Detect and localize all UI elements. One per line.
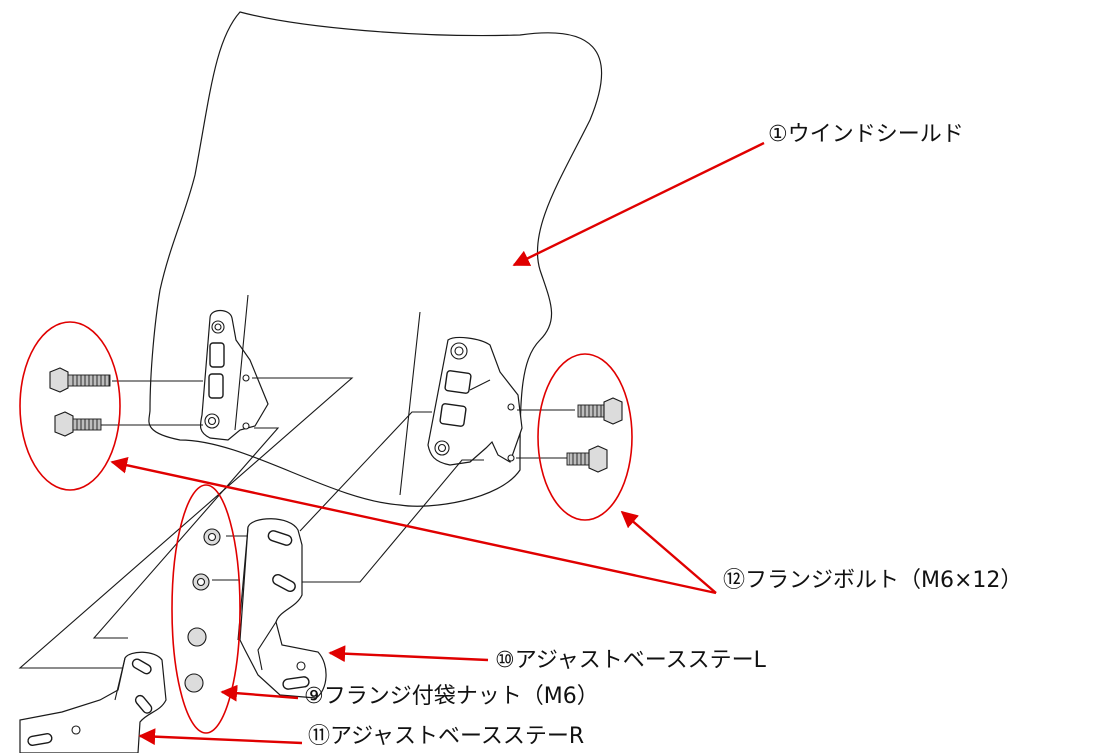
left-bolts-circle: [19, 321, 121, 491]
right-shield-bracket: [427, 336, 523, 466]
adjust-stay-l-arrow: [328, 645, 489, 663]
flange-nut-label: ⑨フランジ付袋ナット（M6）: [304, 684, 599, 709]
flange-nuts-circle: [171, 484, 241, 734]
adjust-base-stay-r: [19, 651, 167, 753]
assembly-guide-lines: [18, 377, 575, 669]
left-bolt-bottom: [54, 411, 102, 437]
left-shield-bracket: [199, 309, 269, 441]
right-bolt-bottom: [566, 445, 608, 473]
flange-nut-arrow: [220, 684, 299, 702]
flange-nuts: [184, 528, 221, 693]
flange-bolt-label: ⑫フランジボルト（M6×12）: [723, 568, 1023, 593]
left-bolt-top: [49, 367, 111, 393]
adjust-stay-l-label: ⑩アジャストベースステーL: [495, 648, 766, 673]
adjust-stay-r-label: ⑪アジャストベースステーR: [308, 724, 585, 749]
adjust-base-stay-l: [237, 518, 327, 699]
right-bolts-circle: [537, 353, 633, 521]
windshield-arrow: [512, 141, 765, 267]
adjust-stay-r-arrow: [138, 728, 303, 746]
flange-bolt-arrow-right: [620, 510, 717, 594]
right-bolt-top: [577, 397, 623, 425]
windshield-label: ①ウインドシールド: [768, 122, 964, 147]
flange-bolt-arrow-left: [110, 456, 717, 595]
